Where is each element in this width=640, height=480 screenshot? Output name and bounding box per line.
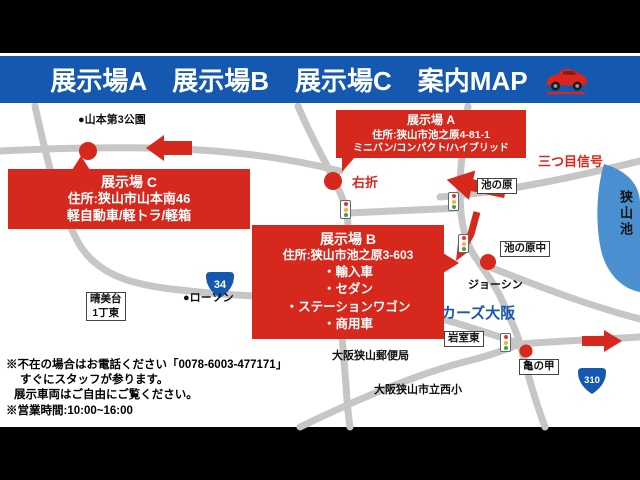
sayama-lake-shape (597, 164, 640, 292)
sign-kame-no-ko: 亀の甲 (519, 359, 559, 375)
sign-harumidai-line2: 1丁東 (92, 306, 120, 319)
label-lawson: ●ローソン (183, 292, 234, 304)
visitor-notes: ※不在の場合はお電話ください「0078-6003-477171」 すぐにスタッフ… (6, 358, 287, 419)
marker-cars-osaka (519, 344, 533, 358)
note-browse: 展示車両はご自由にご覧ください。 (14, 389, 198, 402)
label-right-turn: 右折 (352, 175, 379, 190)
note-staff: すぐにスタッフが参ります。 (20, 374, 169, 387)
traffic-light-icon (448, 192, 459, 211)
note-phone: ※不在の場合はお電話ください「0078-6003-477171」 (6, 359, 288, 371)
sign-harumidai: 晴美台 1丁東 (86, 292, 126, 322)
marker-lot-a (324, 172, 342, 190)
callout-b-item: ・ステーションワゴン (285, 299, 411, 314)
page-title: 展示場A 展示場B 展示場C 案内MAP (50, 66, 528, 96)
callout-lot-a: 展示場 A 住所:狭山市池之原4-81-1 ミニバン/コンパクト/ハイブリッド (336, 110, 526, 173)
sign-ikenohara-naka: 池の原中 (500, 241, 550, 257)
callout-b-title: 展示場 B (320, 231, 376, 247)
callout-b-pointer (443, 253, 459, 273)
route-shield-34: 34 (206, 272, 234, 298)
callout-b-item: ・商用車 (322, 317, 373, 332)
callout-a-vehicles: ミニバン/コンパクト/ハイブリッド (353, 143, 509, 155)
label-sayama-lake: 狭山池 (618, 190, 633, 238)
callout-c-vehicles: 軽自動車/軽トラ/軽箱 (66, 208, 192, 224)
callout-a-address: 住所:狭山市池之原4-81-1 (372, 128, 490, 141)
car-icon (542, 65, 590, 95)
callout-b-item: ・輸入車 (322, 264, 373, 279)
callout-c-pointer (72, 156, 90, 170)
label-yamamoto-park: ●山本第3公園 (78, 114, 146, 126)
callout-c-address: 住所:狭山市山本南46 (67, 191, 191, 207)
label-third-signal: 三つ目信号 (538, 154, 604, 169)
route-shield-310: 310 (578, 368, 606, 394)
callout-b-item: ・セダン (322, 282, 373, 297)
sign-harumidai-line1: 晴美台 (90, 293, 122, 305)
sign-ikenohara: 池の原 (477, 178, 517, 194)
location-markers (79, 142, 533, 358)
label-joshin: ジョーシン (468, 279, 523, 291)
callout-b-address: 住所:狭山市池之原3-603 (282, 248, 414, 263)
marker-lot-c (79, 142, 97, 160)
arrow-left-near-park (146, 135, 192, 161)
label-cars-osaka: カーズ大阪 (441, 305, 516, 322)
label-elementary: 大阪狭山市立西小 (374, 384, 462, 396)
header-banner: 展示場A 展示場B 展示場C 案内MAP (0, 56, 640, 103)
label-post-office: 大阪狭山郵便局 (332, 350, 409, 362)
sign-iwamuro-higashi: 岩室東 (444, 331, 484, 347)
traffic-light-icon (500, 333, 511, 352)
callout-a-pointer (342, 157, 355, 173)
callout-lot-b: 展示場 B 住所:狭山市池之原3-603 ・輸入車 ・セダン ・ステーションワゴ… (252, 225, 459, 339)
arrow-right-kamenoko (582, 330, 622, 352)
note-hours: ※営業時間:10:00~16:00 (6, 404, 133, 417)
marker-lot-b (480, 254, 496, 270)
route-34-number: 34 (214, 279, 227, 291)
callout-lot-c: 展示場 C 住所:狭山市山本南46 軽自動車/軽トラ/軽箱 (8, 156, 250, 229)
traffic-light-icon (458, 234, 469, 253)
callout-a-title: 展示場 A (406, 113, 455, 127)
route-310-number: 310 (584, 375, 600, 386)
traffic-light-icon (340, 200, 351, 219)
callout-c-title: 展示場 C (101, 174, 157, 190)
